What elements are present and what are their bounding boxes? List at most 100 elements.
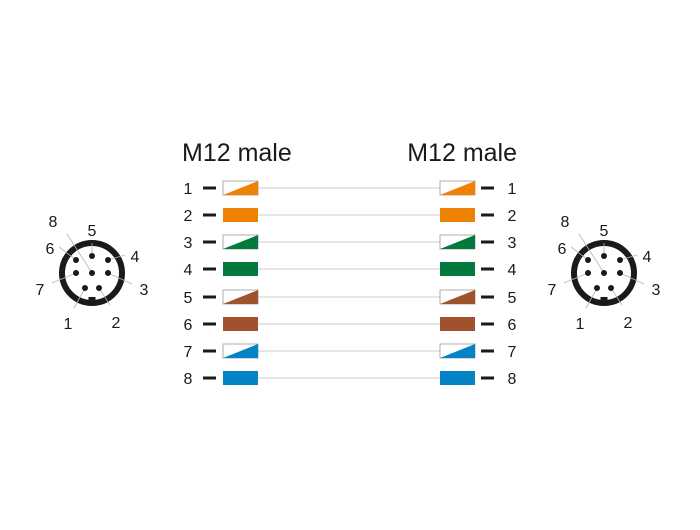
pin-dash-right — [481, 376, 494, 380]
pin-contact — [585, 270, 591, 276]
left-connector-title: M12 male — [182, 139, 292, 167]
wire-pin-label-right: 8 — [508, 371, 517, 388]
connector-pin-label: 1 — [64, 316, 73, 333]
swatch-left — [223, 262, 258, 276]
connector-pin-label: 7 — [36, 282, 45, 299]
pin-contact — [585, 257, 591, 263]
swatch-right — [440, 262, 475, 276]
pin-leader-line — [58, 246, 77, 261]
wire-pin-label-left: 2 — [184, 208, 193, 225]
pin-contact — [89, 253, 95, 259]
pin-contact — [89, 270, 95, 276]
swatch-right — [440, 371, 475, 385]
pin-leader-line — [73, 287, 86, 309]
connector-pin-label: 1 — [576, 316, 585, 333]
swatch-right-stripe — [440, 344, 475, 358]
right-connector-title: M12 male — [407, 139, 517, 167]
pin-leader-line — [610, 287, 623, 306]
connector-pin-label: 8 — [561, 214, 570, 231]
wire-pin-label-right: 4 — [508, 262, 517, 279]
connector-key — [88, 297, 96, 304]
pin-contact — [96, 285, 102, 291]
pin-leader-line — [107, 272, 133, 285]
swatch-left — [223, 317, 258, 331]
swatch-right-stripe — [440, 235, 475, 249]
wire-pin-label-right: 1 — [508, 181, 517, 198]
pin-dash-right — [481, 349, 494, 353]
wire-pin-label-left: 3 — [184, 235, 193, 252]
wire-pin-label-left: 4 — [184, 262, 193, 279]
pin-dash-right — [481, 295, 494, 299]
pin-dash-left — [203, 213, 216, 217]
pin-contact — [601, 270, 607, 276]
connector-pin-label: 2 — [112, 315, 121, 332]
wire-pin-label-right: 5 — [508, 290, 517, 307]
pin-leader-line — [570, 246, 589, 261]
wire-pin-label-left: 6 — [184, 317, 193, 334]
connector-pin-label: 3 — [652, 282, 661, 299]
pin-contact — [105, 257, 111, 263]
wire-pin-label-right: 7 — [508, 344, 517, 361]
connector-pin-label: 6 — [46, 241, 55, 258]
wire-pin-label-left: 7 — [184, 344, 193, 361]
swatch-right-stripe — [440, 290, 475, 304]
pin-contact — [601, 253, 607, 259]
pin-leader-line — [66, 233, 93, 274]
pin-dash-right — [481, 186, 494, 190]
connector-pin-label: 4 — [643, 249, 652, 266]
right-connector-face: 1 2 34 5 6 7 8 — [548, 214, 661, 333]
left-connector-face: 1 2 34 5 6 7 8 — [36, 214, 149, 333]
pin-leader-line — [578, 233, 605, 274]
pin-dash-left — [203, 240, 216, 244]
pin-contact — [73, 270, 79, 276]
pin-leader-line — [619, 272, 645, 285]
connector-pin-label: 5 — [600, 223, 609, 240]
swatch-left-stripe — [223, 344, 258, 358]
pin-leader-line — [98, 287, 111, 306]
swatch-left-stripe — [223, 290, 258, 304]
pin-dash-right — [481, 240, 494, 244]
swatch-right-stripe — [440, 181, 475, 195]
swatch-right — [440, 317, 475, 331]
wire-pin-label-right: 6 — [508, 317, 517, 334]
wire-pin-label-left: 5 — [184, 290, 193, 307]
pin-contact — [105, 270, 111, 276]
connector-pin-label: 4 — [131, 249, 140, 266]
pin-contact — [608, 285, 614, 291]
swatch-right — [440, 208, 475, 222]
pin-dash-left — [203, 267, 216, 271]
connector-key — [600, 297, 608, 304]
pin-contact — [73, 257, 79, 263]
pin-contact — [82, 285, 88, 291]
pin-contact — [617, 270, 623, 276]
pin-contact — [617, 257, 623, 263]
connector-pin-label: 7 — [548, 282, 557, 299]
pin-leader-line — [563, 272, 589, 284]
pin-dash-left — [203, 295, 216, 299]
pin-leader-line — [585, 287, 598, 309]
connector-pin-label: 5 — [88, 223, 97, 240]
connector-pin-label: 2 — [624, 315, 633, 332]
pin-contact — [594, 285, 600, 291]
swatch-left-stripe — [223, 181, 258, 195]
connector-pin-label: 8 — [49, 214, 58, 231]
pin-dash-left — [203, 186, 216, 190]
wire-pin-label-left: 8 — [184, 371, 193, 388]
wire-pin-label-right: 2 — [508, 208, 517, 225]
connector-pin-label: 6 — [558, 241, 567, 258]
pin-dash-right — [481, 322, 494, 326]
wire-pin-label-right: 3 — [508, 235, 517, 252]
swatch-left-stripe — [223, 235, 258, 249]
pin-dash-left — [203, 322, 216, 326]
pin-dash-right — [481, 213, 494, 217]
pin-leader-line — [51, 272, 77, 284]
connector-pin-label: 3 — [140, 282, 149, 299]
